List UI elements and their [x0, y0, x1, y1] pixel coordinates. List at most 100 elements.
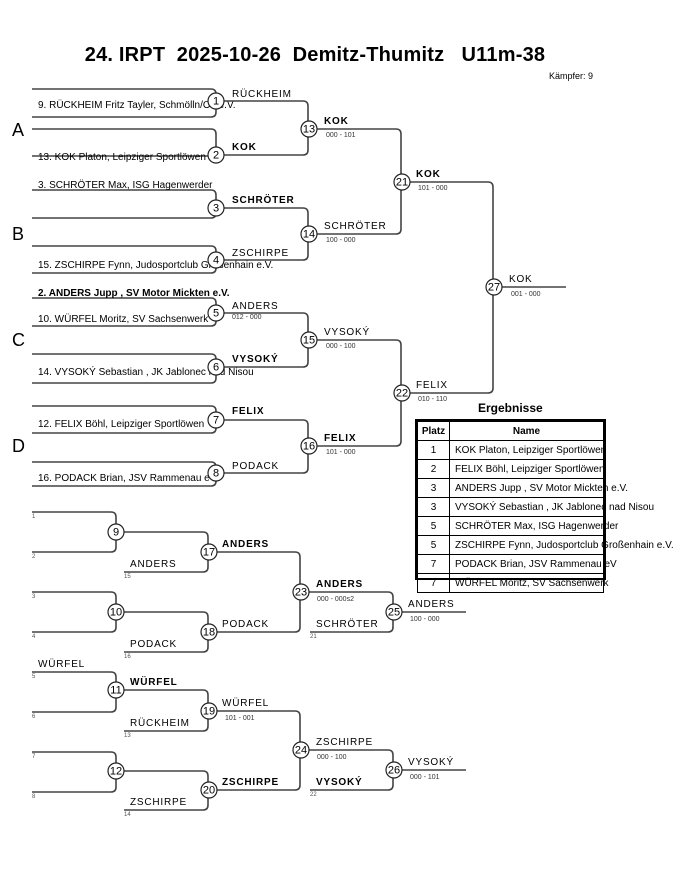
result-name: ANDERS Jupp , SV Motor Mickten e.V.: [449, 478, 628, 498]
round1-winner: SCHRÖTER: [232, 193, 295, 206]
final-score: 001 - 000: [511, 291, 541, 298]
match-number: 25: [388, 607, 400, 619]
round2-score: 100 - 000: [326, 237, 356, 244]
round1-winner: PODACK: [232, 461, 279, 472]
repechage-seed-index: 2: [32, 554, 36, 560]
result-place: 2: [417, 459, 450, 479]
repechage-r1-connector: [32, 671, 117, 713]
bronze-dropin-index: 22: [310, 792, 317, 798]
entry-name: 9. RÜCKHEIM Fritz Tayler, Schmölln/OL e.…: [38, 99, 235, 111]
fighter-count: Kämpfer: 9: [549, 71, 594, 81]
match-number-circle: [107, 762, 125, 780]
match-number: 5: [213, 308, 219, 320]
match-number-circle: [107, 603, 125, 621]
result-name: SCHRÖTER Max, ISG Hagenwerder: [449, 516, 618, 536]
match-number: 15: [303, 335, 315, 347]
match-number-circle: [200, 543, 218, 561]
match-number: 8: [213, 468, 219, 480]
result-place: 1: [417, 440, 450, 460]
match-number: 2: [213, 150, 219, 162]
round1-winner: RÜCKHEIM: [232, 88, 292, 100]
match-number: 24: [295, 745, 307, 757]
result-place: 7: [417, 573, 450, 593]
round1-winner: ZSCHIRPE: [232, 248, 289, 259]
repechage-dropin-name: PODACK: [130, 639, 177, 650]
pool-label: D: [12, 436, 25, 456]
match-number-circle: [107, 681, 125, 699]
results-header-row: Platz Name: [417, 421, 604, 441]
match-number: 14: [303, 229, 315, 241]
repechage-dropin-name: RÜCKHEIM: [130, 717, 190, 729]
bronze-dropin-index: 21: [310, 634, 317, 640]
repechage-dropin-index: 13: [124, 733, 131, 739]
semi-winner: KOK: [416, 169, 441, 180]
result-name: FELIX Böhl, Leipziger Sportlöwen: [449, 459, 605, 479]
repechage-seed-index: 1: [32, 514, 36, 520]
repechage-r2-winner: WÜRFEL: [222, 697, 269, 709]
result-place: 5: [417, 516, 450, 536]
repechage-dropin-index: 16: [124, 654, 131, 660]
match-number: 19: [203, 706, 215, 718]
entry-name: 16. PODACK Brian, JSV Rammenau eV: [38, 473, 217, 484]
match-number-circle: [207, 199, 225, 217]
result-name: PODACK Brian, JSV Rammenau eV: [449, 554, 617, 574]
match-number: 1: [213, 96, 219, 108]
match-number: 23: [295, 587, 307, 599]
repechage-seed-index: 4: [32, 634, 36, 640]
match-number: 6: [213, 362, 219, 374]
pool-label: B: [12, 224, 24, 244]
match-number-circle: [207, 251, 225, 269]
repechage-seed-index: 8: [32, 794, 36, 800]
match-number-circle: [207, 358, 225, 376]
match-number-circle: [207, 146, 225, 164]
repechage-r1-connector: [32, 591, 117, 633]
match-number-circle: [200, 623, 218, 641]
col-header-name: Name: [449, 421, 604, 441]
match-number: 4: [213, 255, 219, 267]
col-header-place: Platz: [417, 421, 450, 441]
repechage-r1-connector: [32, 751, 117, 793]
match-number-circle: [300, 120, 318, 138]
match-number: 3: [213, 203, 219, 215]
bronze-winner: VYSOKÝ: [408, 755, 454, 768]
round2-winner: FELIX: [324, 433, 356, 444]
results-title: Ergebnisse: [478, 401, 543, 415]
bronze-score: 100 - 000: [410, 616, 440, 623]
semi-score: 101 - 000: [418, 185, 448, 192]
round1-winner: KOK: [232, 142, 257, 153]
match-number: 27: [488, 282, 500, 294]
repechage-r2-winner: ANDERS: [222, 539, 269, 550]
semi-connector: [316, 339, 402, 447]
match-number-circle: [385, 603, 403, 621]
result-name: KOK Platon, Leipziger Sportlöwen: [449, 440, 606, 460]
semi-connector: [316, 128, 402, 235]
final-winner: KOK: [509, 274, 533, 285]
repechage-r1-winner: WÜRFEL: [130, 675, 178, 688]
entry-name: 3. SCHRÖTER Max, ISG Hagenwerder: [38, 179, 213, 191]
match-number-circle: [385, 761, 403, 779]
match-number: 9: [113, 527, 119, 539]
match-number-circle: [393, 384, 411, 402]
result-place: 5: [417, 535, 450, 555]
match-number-circle: [200, 702, 218, 720]
bronze-dropin-name: SCHRÖTER: [316, 618, 379, 630]
repechage-dropin-index: 15: [124, 574, 131, 580]
repechage-seed-index: 6: [32, 714, 36, 720]
repechage-r3-winner: ZSCHIRPE: [316, 737, 373, 748]
match-number-circle: [292, 741, 310, 759]
round1-winner: ANDERS: [232, 301, 278, 312]
pool-label: A: [12, 120, 24, 140]
match-number: 13: [303, 124, 315, 136]
match-number: 17: [203, 547, 215, 559]
result-name: WÜRFEL Moritz, SV Sachsenwerk: [449, 573, 609, 593]
semi-score: 010 - 110: [418, 396, 447, 403]
match-number: 10: [110, 607, 122, 619]
match-number: 20: [203, 785, 215, 797]
repechage-entry-name: WÜRFEL: [38, 658, 85, 670]
